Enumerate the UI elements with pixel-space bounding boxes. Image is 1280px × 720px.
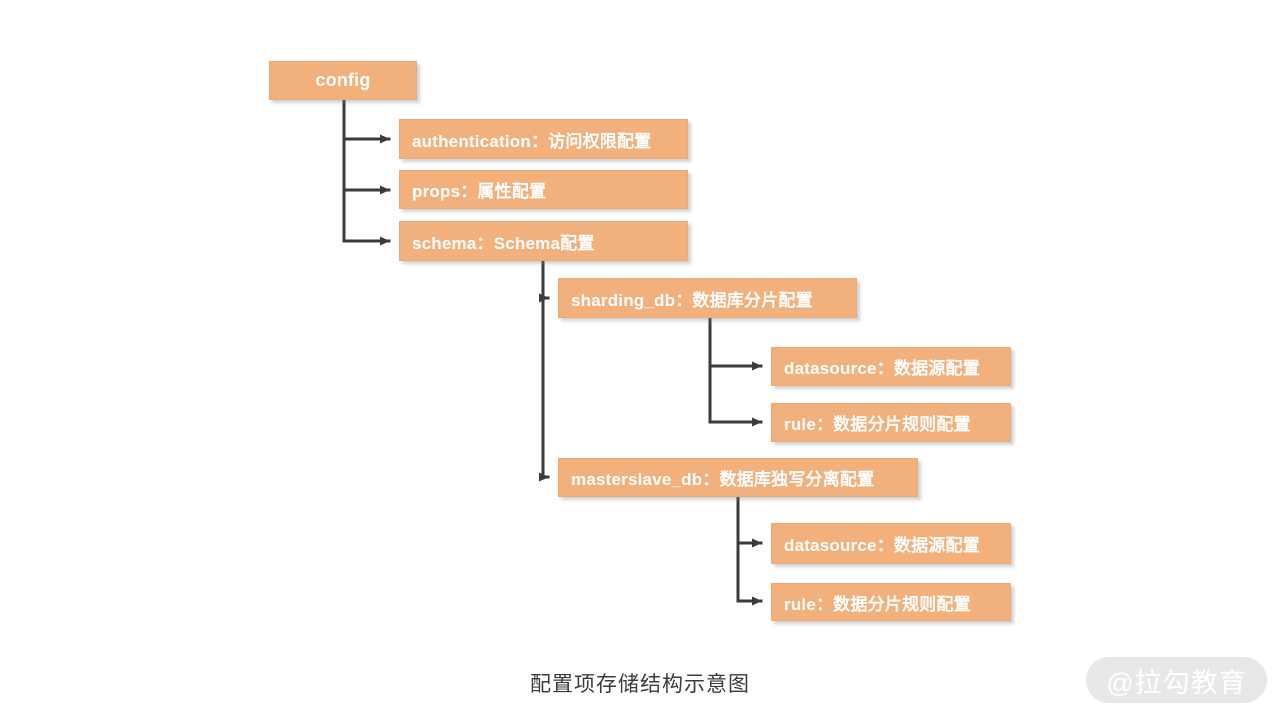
node-sharding-db: sharding_db：数据库分片配置: [558, 278, 857, 318]
node-authentication: authentication：访问权限配置: [399, 119, 688, 159]
watermark-text: @拉勾教育: [1106, 667, 1247, 698]
watermark-badge: @拉勾教育: [1086, 657, 1267, 703]
node-sharding-datasource: datasource：数据源配置: [771, 347, 1011, 386]
node-schema: schema：Schema配置: [399, 221, 688, 261]
node-masterslave-rule: rule：数据分片规则配置: [771, 583, 1011, 621]
connector-schema-children: [539, 259, 550, 482]
node-config: config: [269, 61, 417, 100]
connector-masterslave-children: [736, 495, 763, 606]
node-sharding-rule: rule：数据分片规则配置: [771, 403, 1011, 442]
diagram-caption: 配置项存储结构示意图: [530, 673, 750, 696]
node-props: props：属性配置: [399, 170, 688, 209]
node-masterslave-datasource: datasource：数据源配置: [771, 523, 1011, 564]
connector-sharding-children: [708, 316, 763, 427]
node-masterslave-db: masterslave_db：数据库独写分离配置: [558, 458, 918, 497]
connector-config-children: [342, 98, 391, 246]
